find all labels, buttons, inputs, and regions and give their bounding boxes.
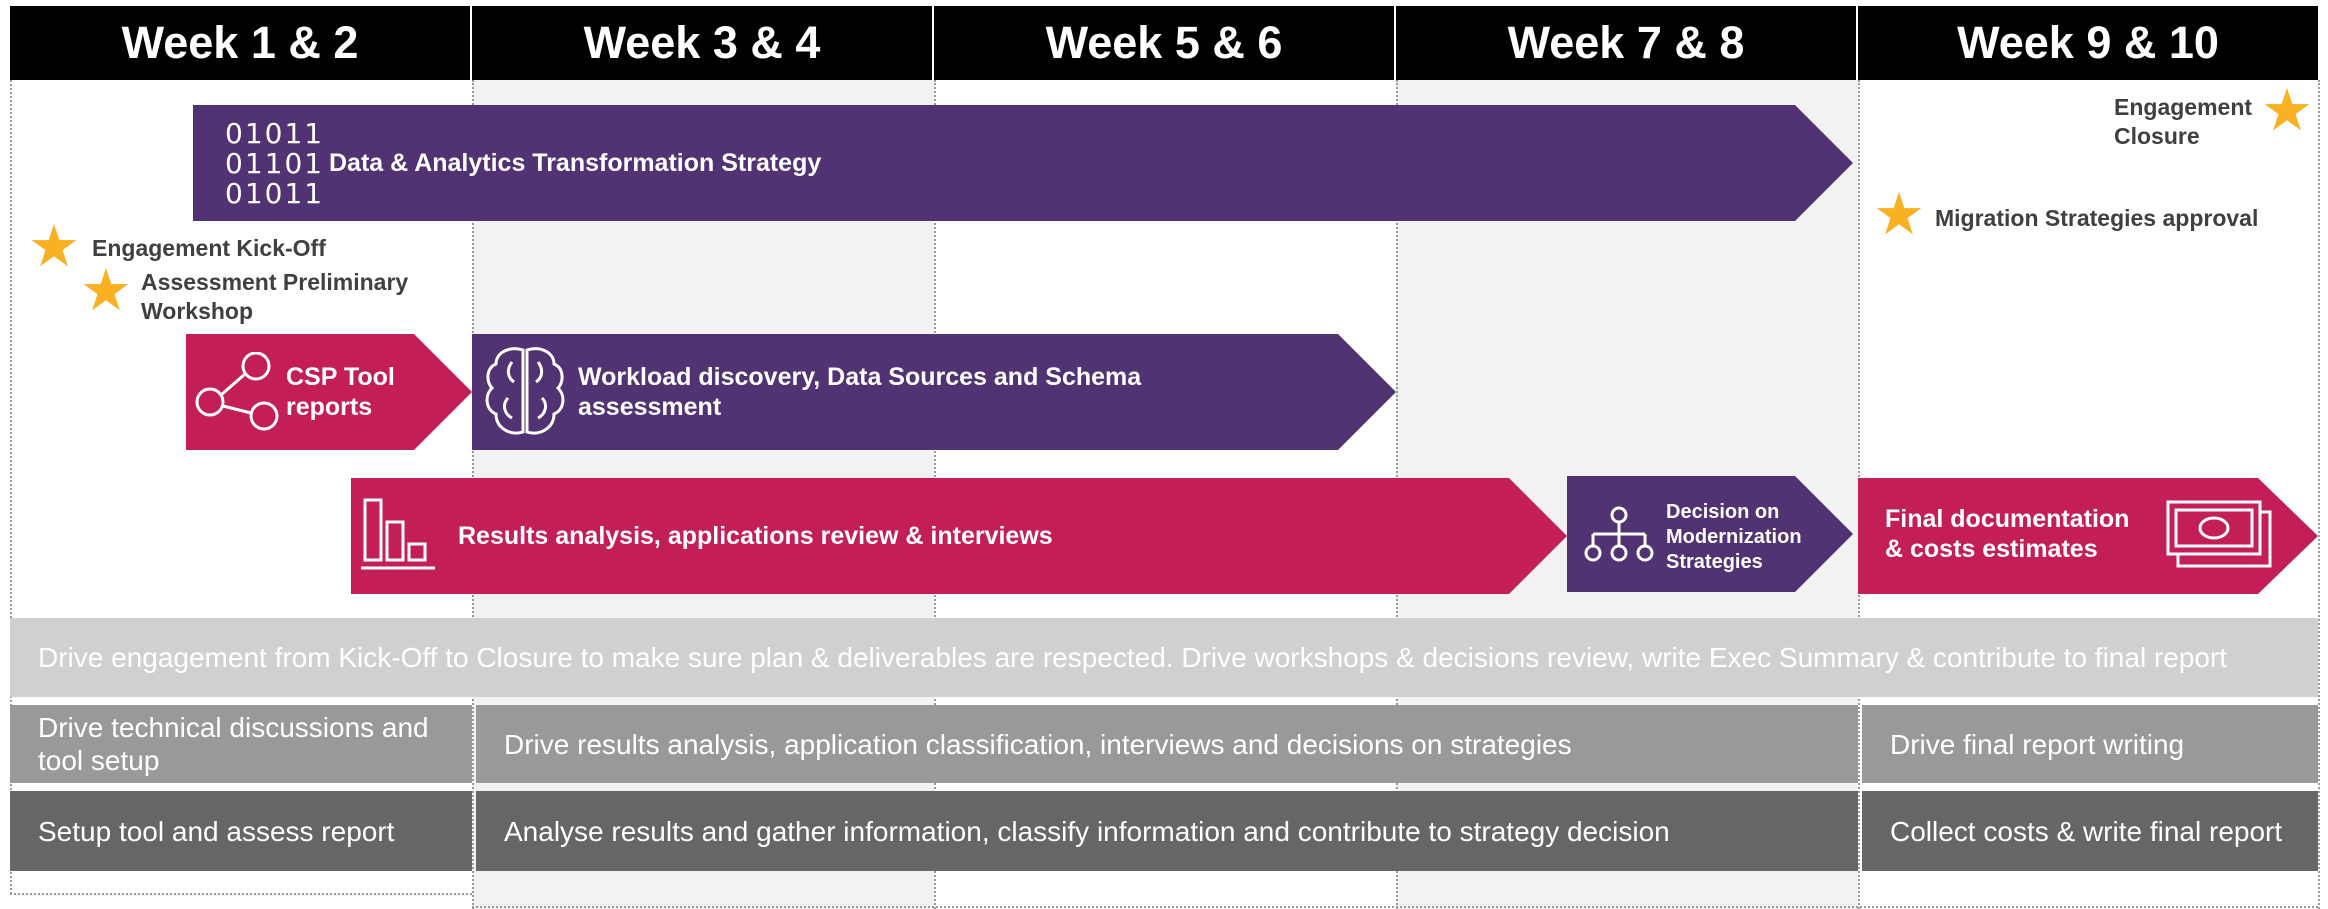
binary-icon: 01011 01101 01011 xyxy=(225,117,325,210)
week-header-1-2: Week 1 & 2 xyxy=(10,6,472,80)
activity-results-label: Results analysis, applications review & … xyxy=(458,522,1053,550)
role-row-3-col-1: Setup tool and assess report xyxy=(10,791,472,871)
activity-decision-label: Decision on Modernization Strategies xyxy=(1666,501,1802,573)
activity-workload-label: Workload discovery, Data Sources and Sch… xyxy=(578,363,1142,421)
activity-csp-label: CSP Tool reports xyxy=(286,363,395,421)
activity-final-doc-label: Final documentation & costs estimates xyxy=(1885,505,2130,563)
role-row-2-col-1: Drive technical discussions and tool set… xyxy=(10,705,472,783)
week-header-7-8: Week 7 & 8 xyxy=(1396,6,1858,80)
grid-line xyxy=(10,893,472,895)
star-icon: ★ xyxy=(2261,78,2313,143)
milestone-kickoff: Engagement Kick-Off xyxy=(92,235,326,261)
week-header-3-4: Week 3 & 4 xyxy=(472,6,934,80)
star-icon: ★ xyxy=(1873,182,1925,247)
grid-line xyxy=(10,80,12,894)
star-icon: ★ xyxy=(28,214,80,279)
star-icon: ★ xyxy=(80,258,132,323)
role-row-2-col-2: Drive results analysis, application clas… xyxy=(476,705,1858,783)
activity-strategy-label: Data & Analytics Transformation Strategy xyxy=(329,149,822,177)
activity-workload-arrow: Workload discovery, Data Sources and Sch… xyxy=(472,334,1396,450)
share-network-icon xyxy=(195,352,279,431)
activity-final-doc-arrow: Final documentation & costs estimates xyxy=(1858,478,2318,594)
activity-csp-arrow: CSP Tool reports xyxy=(186,334,472,450)
bar-chart-icon xyxy=(361,498,435,570)
milestone-closure: Engagement Closure xyxy=(2114,94,2253,149)
week-header-5-6: Week 5 & 6 xyxy=(934,6,1396,80)
activity-strategy-arrow: 01011 01101 01011 Data & Analytics Trans… xyxy=(193,105,1853,221)
banknote-icon xyxy=(2166,500,2272,568)
role-row-1: Drive engagement from Kick-Off to Closur… xyxy=(10,618,2318,697)
milestone-assessment: Assessment Preliminary Workshop xyxy=(141,269,409,324)
milestone-approval: Migration Strategies approval xyxy=(1935,205,2259,231)
org-chart-icon xyxy=(1584,506,1654,562)
activity-results-arrow: Results analysis, applications review & … xyxy=(351,478,1567,594)
brain-icon xyxy=(485,347,565,435)
role-row-3-col-3: Collect costs & write final report xyxy=(1862,791,2318,871)
role-row-2-col-3: Drive final report writing xyxy=(1862,705,2318,783)
week-header-9-10: Week 9 & 10 xyxy=(1858,6,2318,80)
grid-line xyxy=(472,906,2318,908)
activity-decision-arrow: Decision on Modernization Strategies xyxy=(1567,476,1853,592)
grid-line xyxy=(2318,80,2320,909)
role-row-3-col-2: Analyse results and gather information, … xyxy=(476,791,1858,871)
